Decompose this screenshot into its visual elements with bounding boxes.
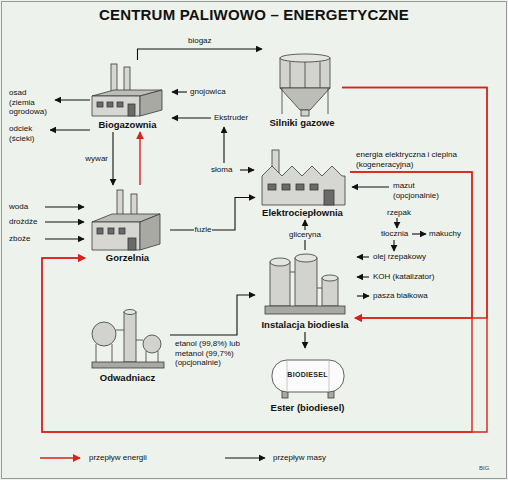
flow-label: mazut (opcjonalnie)	[392, 181, 450, 200]
mass-flow-connector	[304, 332, 305, 348]
energy-flow-connector	[42, 88, 487, 433]
mass-flow-arrows	[45, 92, 426, 296]
gas-engine-silo-drawing	[280, 54, 330, 116]
plant-node: BIODIESEL Ester (biodiesel)	[265, 348, 350, 415]
plant-node: Gorzelnia	[85, 185, 170, 265]
plant-name: Biogazownia	[98, 119, 156, 130]
flow-label: olej rzepakowy	[372, 252, 427, 262]
plant-node: Silniki gazowe	[262, 45, 342, 130]
flow-label: Ekstruder	[213, 113, 249, 123]
plant-name: Odwadniacz	[100, 372, 155, 383]
flow-label: wywar	[84, 154, 109, 164]
tank-marking: BIODIESEL	[287, 371, 327, 379]
flow-label: odciek (ścieki)	[8, 124, 50, 143]
plant-node: Instalacja biodiesla	[255, 250, 355, 332]
energy-flow-connector	[342, 88, 487, 319]
flow-label: rzepak	[386, 208, 412, 218]
flow-label: pasza białkowa	[372, 291, 429, 301]
dehydrator-drawing	[92, 310, 164, 369]
flow-label: biogaz	[187, 36, 213, 46]
flow-label: słoma	[210, 165, 233, 175]
flow-label: drożdże	[8, 217, 38, 227]
flow-label: zboże	[8, 234, 31, 244]
flow-label: osad (ziemia ogrodowa)	[8, 88, 54, 117]
plant-name: Instalacja biodiesla	[261, 319, 348, 330]
plant-name: Elektrociepłownia	[262, 207, 343, 218]
mass-flow-connector	[170, 295, 255, 335]
flow-label: makuchy	[428, 229, 462, 239]
energy-flow-connector	[42, 172, 472, 432]
mass-flow-connector	[138, 49, 263, 60]
flow-label: KOH (katalizator)	[372, 272, 435, 282]
flow-label: gliceryna	[288, 230, 322, 240]
legend-text: przepływ masy	[272, 453, 327, 463]
chp-plant-drawing	[262, 150, 345, 205]
flow-label: woda	[8, 202, 29, 212]
legend-energy-sample	[40, 457, 80, 458]
diagram-title: CENTRUM PALIWOWO – ENERGETYCZNE	[0, 6, 508, 24]
plant-name: Ester (biodiesel)	[271, 402, 345, 413]
plant-name: Silniki gazowe	[270, 117, 335, 128]
energy-flow-connector	[139, 132, 140, 185]
plant-name: Gorzelnia	[106, 252, 149, 263]
biodiesel-plant-drawing	[265, 254, 345, 314]
legend-text: przepływ energii	[88, 453, 148, 463]
biodiesel-tank-drawing	[272, 360, 344, 398]
distillery-drawing	[92, 190, 160, 250]
plant-node: Biogazownia	[85, 60, 170, 132]
flow-label: etanol (99,8%) lub metanol (99,7%) (opcj…	[174, 339, 242, 368]
energy-flow-connector	[350, 172, 472, 318]
credit-mark: BIG	[478, 465, 490, 472]
plant-node: Odwadniacz	[85, 305, 170, 385]
flow-label: gnojowica	[189, 87, 227, 97]
plant-node: Elektrociepłownia	[255, 145, 350, 220]
flow-label: energia elektryczna i cieplna (kogenerac…	[355, 150, 482, 169]
mass-flow-connector	[112, 132, 113, 185]
flow-label: fuzle	[194, 225, 213, 235]
legend-mass-sample	[225, 457, 265, 458]
mass-flow-connector	[170, 198, 255, 231]
biogas-plant-drawing	[92, 64, 162, 116]
flow-label: tłocznia	[380, 229, 409, 239]
